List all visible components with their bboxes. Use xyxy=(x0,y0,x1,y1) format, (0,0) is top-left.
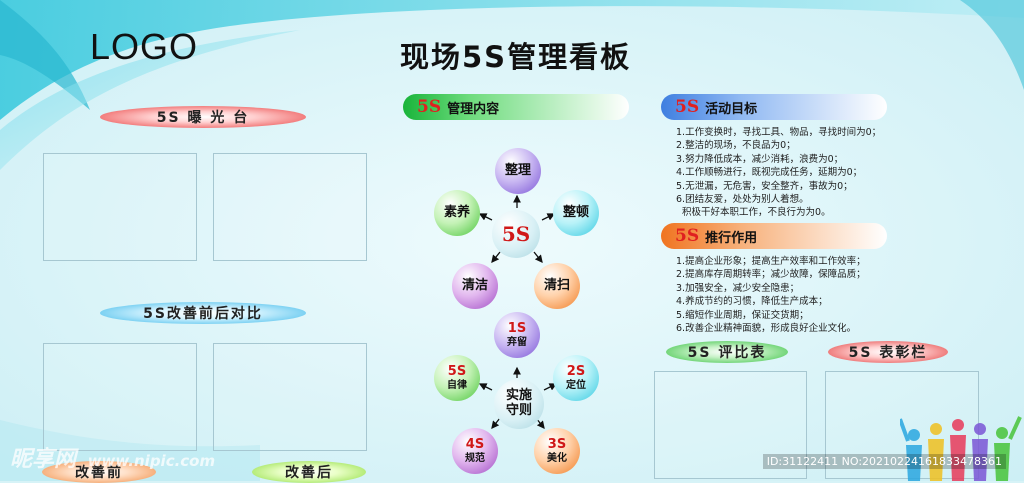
cycle2-bl: 4S 规范 xyxy=(452,428,498,474)
cheering-people-illustration xyxy=(900,416,1022,481)
promote-item: 1.提高企业形象；提高生产效率和工作效率； xyxy=(676,256,866,267)
cycle2-br-num: 3S xyxy=(547,436,567,452)
goal-item: 4.工作顺畅进行，既视完成任务，延期为0； xyxy=(676,167,863,179)
goal-item: 6.团结友爱，处处为别人着想。 xyxy=(676,194,809,206)
cycle1-center: 5S xyxy=(492,210,540,258)
cycle1-right: 整顿 xyxy=(553,190,599,236)
cycle2-right: 2S 定位 xyxy=(553,355,599,401)
goal-item: 2.整洁的现场，不良品为0； xyxy=(676,140,796,152)
compare-label: 5S改善前后对比 xyxy=(100,302,306,324)
after-label-text: 改善后 xyxy=(285,465,333,481)
promote-banner: 5S 推行作用 xyxy=(661,223,887,249)
cycle1-left-text: 素养 xyxy=(443,204,470,220)
promote-banner-text: 推行作用 xyxy=(705,230,758,246)
cycle2-bl-text: 规范 xyxy=(465,452,485,464)
cycle2-top-text: 弃留 xyxy=(507,336,527,348)
cycle1-right-text: 整顿 xyxy=(562,204,589,220)
cycle1-top-text: 整理 xyxy=(504,162,531,178)
logo: LOGO xyxy=(90,26,199,67)
cycle2-top-num: 1S xyxy=(507,320,527,336)
goal-banner-text: 活动目标 xyxy=(705,101,758,117)
image-id-watermark: ID:31122411 NO:20210224161833478361 xyxy=(762,454,1006,469)
before-label-text: 改善前 xyxy=(75,465,123,481)
page-title: 现场5S管理看板 xyxy=(400,40,632,74)
compare-label-text: 5S改善前后对比 xyxy=(143,306,263,322)
promote-list: 1.提高企业形象；提高生产效率和工作效率； 2.提高库存周期转率；减少故障，保障… xyxy=(676,255,866,335)
cycle1-arrows xyxy=(478,194,556,264)
review-label: 5S 评比表 xyxy=(666,341,788,363)
compare-box-after xyxy=(213,343,367,451)
goal-item: 3.努力降低成本，减少消耗，浪费为0； xyxy=(676,153,844,165)
goal-banner-5s: 5S xyxy=(675,97,700,117)
content-banner-text: 管理内容 xyxy=(447,101,500,117)
promote-item: 3.加强安全，减少安全隐患； xyxy=(676,282,800,294)
goal-list: 1.工作变换时，寻找工具、物品，寻找时间为0； 2.整洁的现场，不良品为0； 3… xyxy=(676,126,881,220)
site-watermark-url: www.nipic.com xyxy=(87,452,216,470)
site-watermark: 昵享网 www.nipic.com xyxy=(10,441,215,473)
content-banner: 5S 管理内容 xyxy=(403,94,629,120)
cycle1-br-text: 清扫 xyxy=(543,277,570,293)
cycle1-center-text: 5S xyxy=(501,221,531,246)
praise-label: 5S 表彰栏 xyxy=(828,341,948,363)
review-label-text: 5S 评比表 xyxy=(687,345,767,361)
cycle1-top: 整理 xyxy=(495,148,541,194)
compare-box-before xyxy=(43,343,197,451)
cycle2-top: 1S 弃留 xyxy=(494,312,540,358)
cycle2-left-num: 5S xyxy=(447,363,467,379)
goal-banner: 5S 活动目标 xyxy=(661,94,887,120)
goal-item: 1.工作变换时，寻找工具、物品，寻找时间为0； xyxy=(676,127,882,138)
goal-item: 积极干好本职工作，不良行为为0。 xyxy=(676,207,831,219)
cycle2-left: 5S 自律 xyxy=(434,355,480,401)
site-watermark-brand: 昵享网 xyxy=(10,447,77,472)
cycle2-br: 3S 美化 xyxy=(534,428,580,474)
cycle1-bl-text: 清洁 xyxy=(461,277,488,293)
exposure-box-2 xyxy=(213,153,367,261)
cycle2-center-text: 实施 守则 xyxy=(505,388,532,418)
cycle2-right-num: 2S xyxy=(566,363,586,379)
before-label: 改善前 xyxy=(42,461,156,483)
cycle2-center: 实施 守则 xyxy=(494,379,544,429)
cycle1-br: 清扫 xyxy=(534,263,580,309)
cycle2-br-text: 美化 xyxy=(547,452,567,464)
promote-banner-5s: 5S xyxy=(675,226,700,246)
content-banner-5s: 5S xyxy=(417,97,442,117)
cycle2-right-text: 定位 xyxy=(566,379,586,391)
goal-item: 5.无泄漏，无危害，安全整齐，事故为0； xyxy=(676,180,853,192)
exposure-box-1 xyxy=(43,153,197,261)
promote-item: 2.提高库存周期转率；减少故障，保障品质； xyxy=(676,269,866,281)
exposure-label: 5S 曝 光 台 xyxy=(100,106,306,128)
cycle2-left-text: 自律 xyxy=(447,379,467,391)
review-box xyxy=(654,371,807,479)
after-label: 改善后 xyxy=(252,461,366,483)
exposure-label-text: 5S 曝 光 台 xyxy=(156,110,250,126)
cycle2-bl-num: 4S xyxy=(465,436,485,452)
cycle1-left: 素养 xyxy=(434,190,480,236)
promote-item: 6.改善企业精神面貌，形成良好企业文化。 xyxy=(676,323,857,335)
praise-label-text: 5S 表彰栏 xyxy=(848,345,928,361)
promote-item: 4.养成节约的习惯，降低生产成本； xyxy=(676,296,828,308)
promote-item: 5.缩短作业周期，保证交货期； xyxy=(676,309,809,321)
cycle1-bl: 清洁 xyxy=(452,263,498,309)
